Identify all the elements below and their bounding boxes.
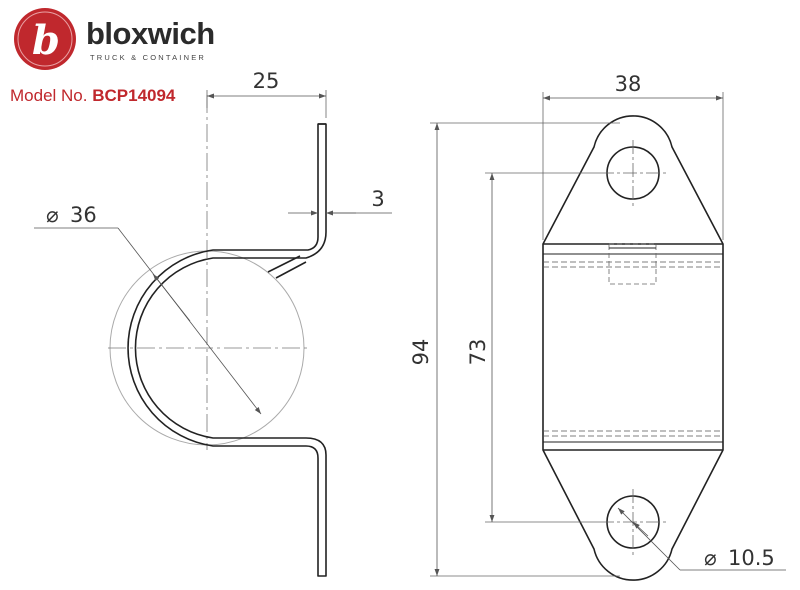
front-lip-tab bbox=[608, 243, 657, 285]
dim-hole-diameter-symbol: ⌀ bbox=[704, 546, 717, 570]
front-outline bbox=[542, 115, 724, 581]
model-number: BCP14094 bbox=[92, 86, 176, 105]
dim-hole-diameter: 10.5 bbox=[728, 546, 775, 570]
brand-tagline: TRUCK & CONTAINER bbox=[90, 53, 207, 62]
dim-diameter-symbol: ⌀ bbox=[46, 203, 59, 227]
bloxwich-logo-icon: b bbox=[14, 8, 76, 70]
logo-letter: b bbox=[32, 17, 60, 64]
dim-height-total: 94 bbox=[409, 339, 433, 366]
side-view: 25 3 ⌀ 36 bbox=[34, 69, 392, 577]
dim-width-side: 25 bbox=[253, 69, 280, 93]
dim-thickness: 3 bbox=[371, 187, 384, 211]
dim-10-5-leader bbox=[617, 507, 681, 571]
clamp-lip bbox=[267, 255, 307, 279]
dim-36-line-start bbox=[152, 273, 191, 322]
dim-hole-spacing: 73 bbox=[466, 339, 490, 366]
brand-name: bloxwich bbox=[86, 16, 215, 51]
model-number-line: Model No. BCP14094 bbox=[10, 86, 175, 106]
model-label: Model No. bbox=[10, 86, 88, 105]
header: b bloxwich TRUCK & CONTAINER Model No. B… bbox=[0, 0, 260, 110]
dim-width-front: 38 bbox=[615, 72, 642, 96]
front-view: 38 94 73 ⌀ 10.5 bbox=[409, 72, 786, 581]
clamp-strap-outer bbox=[127, 123, 327, 577]
dim-10-5-leader-inner bbox=[632, 521, 649, 537]
dim-diameter: 36 bbox=[70, 203, 97, 227]
